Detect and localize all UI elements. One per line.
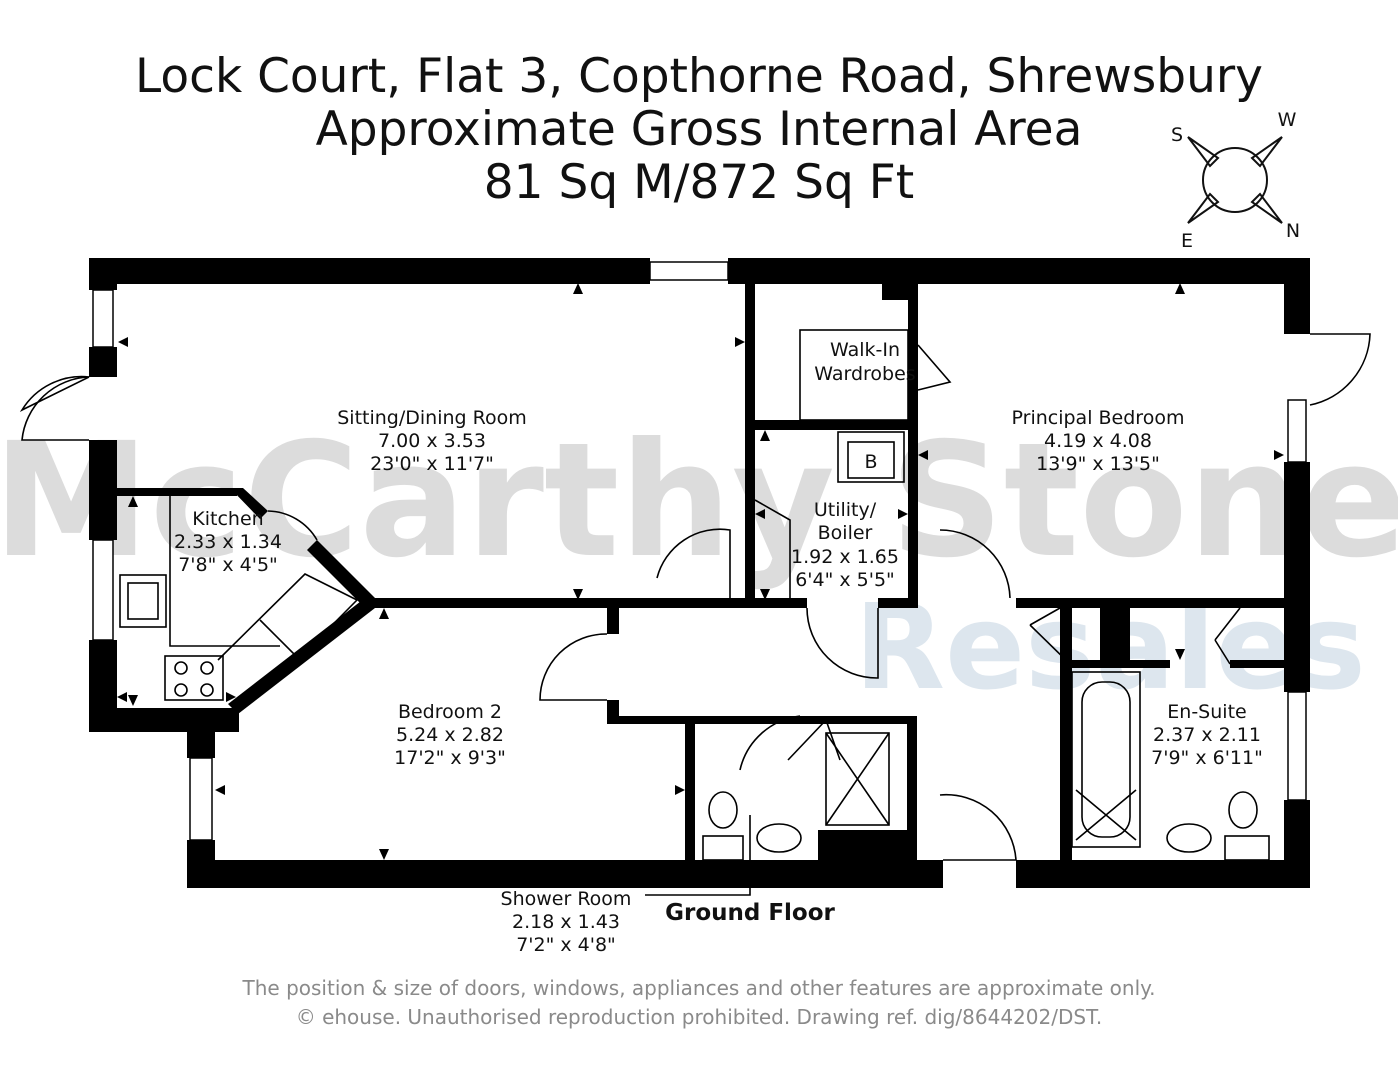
shower-room-imperial: 7'2" x 4'8": [516, 934, 616, 956]
shower-room-metric: 2.18 x 1.43: [512, 911, 620, 933]
property-address: Lock Court, Flat 3, Copthorne Road, Shre…: [135, 49, 1263, 104]
windows: [92, 261, 1307, 841]
bedroom2-name: Bedroom 2: [398, 701, 502, 723]
ensuite-name: En-Suite: [1167, 701, 1246, 723]
kitchen-metric: 2.33 x 1.34: [174, 531, 282, 553]
kitchen-imperial: 7'8" x 4'5": [178, 554, 278, 576]
area-value: 81 Sq M/872 Sq Ft: [483, 155, 915, 210]
boiler-mark: B: [864, 451, 877, 473]
utility-imperial: 6'4" x 5'5": [795, 569, 895, 591]
compass-e: E: [1181, 230, 1193, 252]
shower-room-name: Shower Room: [501, 888, 632, 910]
compass-s: S: [1171, 124, 1183, 146]
copyright-line: © ehouse. Unauthorised reproduction proh…: [295, 1005, 1103, 1029]
sitting-room-name: Sitting/Dining Room: [337, 407, 527, 429]
bedroom2-imperial: 17'2" x 9'3": [394, 747, 506, 769]
compass-w: W: [1278, 109, 1297, 131]
principal-bedroom-imperial: 13'9" x 13'5": [1036, 453, 1160, 475]
floor-label: Ground Floor: [665, 900, 835, 926]
compass-rose-icon: [1187, 136, 1283, 224]
principal-bedroom-metric: 4.19 x 4.08: [1044, 430, 1152, 452]
principal-bedroom-name: Principal Bedroom: [1012, 407, 1185, 429]
kitchen-name: Kitchen: [192, 508, 263, 530]
watermark-line1: McCarthy Stone: [0, 409, 1398, 593]
ensuite-imperial: 7'9" x 6'11": [1151, 747, 1263, 769]
disclaimer-line: The position & size of doors, windows, a…: [242, 976, 1156, 1000]
utility-metric: 1.92 x 1.65: [791, 546, 899, 568]
dimension-markers: [117, 283, 1284, 860]
sitting-room-imperial: 23'0" x 11'7": [370, 453, 494, 475]
wardrobe-name-2: Wardrobes: [814, 363, 915, 385]
doors: [19, 333, 1371, 861]
area-heading: Approximate Gross Internal Area: [315, 102, 1083, 157]
utility-name-2: Boiler: [818, 522, 873, 544]
walls: [89, 258, 1310, 888]
compass-n: N: [1286, 220, 1300, 242]
utility-name-1: Utility/: [814, 499, 877, 521]
ensuite-metric: 2.37 x 2.11: [1153, 724, 1261, 746]
bedroom2-metric: 5.24 x 2.82: [396, 724, 504, 746]
sitting-room-metric: 7.00 x 3.53: [378, 430, 486, 452]
wardrobe-name-1: Walk-In: [830, 339, 900, 361]
fixtures: [119, 329, 1270, 896]
